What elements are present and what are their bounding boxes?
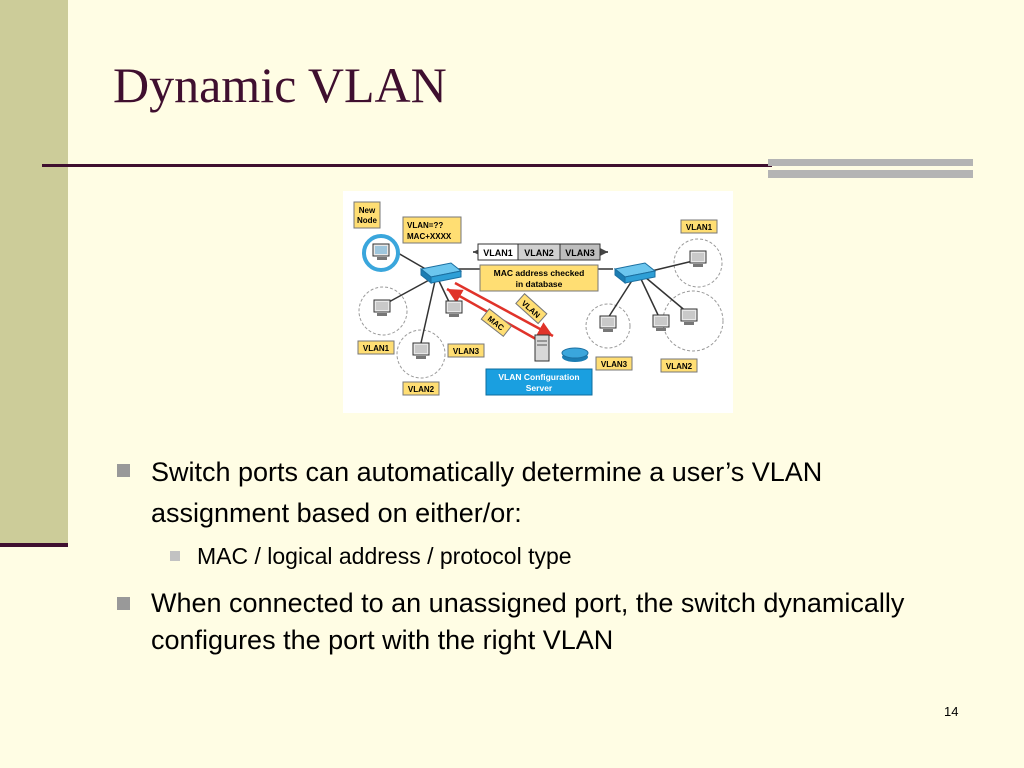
- request-arrow: [454, 281, 554, 338]
- computer-icon: [372, 243, 390, 260]
- host-ring: [673, 238, 723, 288]
- new-node-label-box: [353, 201, 381, 229]
- server-body: [534, 334, 550, 362]
- bullet-square-icon: [117, 464, 130, 477]
- monitor-stand: [603, 329, 613, 332]
- host-label-left-vlan1: VLAN1: [363, 344, 390, 353]
- new-node-label-line-1: New: [359, 206, 376, 215]
- host-label-box: [402, 381, 440, 396]
- host-label-right-vlan3: VLAN3: [601, 360, 628, 369]
- router-icon: [561, 347, 589, 362]
- link-line: [420, 280, 436, 344]
- link-line: [644, 276, 689, 314]
- monitor-screen: [376, 302, 388, 310]
- request-label-line-1: VLAN=??: [407, 221, 443, 230]
- host-label-box: [357, 340, 395, 355]
- host-label-right-vlan2: VLAN2: [666, 362, 693, 371]
- db-vlan-text-3: VLAN3: [565, 248, 595, 258]
- monitor-screen: [655, 317, 667, 325]
- switch-left-front: [430, 270, 462, 284]
- db-note-line-2: in database: [516, 279, 563, 289]
- host-label-box: [680, 219, 718, 234]
- host-label-box: [447, 343, 485, 358]
- monitor-stand: [656, 328, 666, 331]
- computer-icon: [412, 342, 430, 359]
- left-accent-underline: [0, 543, 68, 547]
- db-vlan-text-2: VLAN2: [524, 248, 554, 258]
- router-top: [561, 347, 589, 359]
- arrow-label-mac: MAC: [480, 308, 513, 338]
- switch-left: [419, 262, 463, 285]
- link-line: [386, 278, 432, 304]
- monitor-stand: [693, 264, 703, 267]
- db-note-box: [479, 264, 599, 292]
- monitor-screen: [683, 311, 695, 319]
- bullet-square-icon: [170, 551, 180, 561]
- host-ring: [358, 286, 408, 336]
- monitor-stand: [449, 314, 459, 317]
- request-label-box: [402, 216, 462, 244]
- link-line: [640, 278, 660, 318]
- switch-right-front: [624, 270, 656, 284]
- db-vlan-text-1: VLAN1: [483, 248, 513, 258]
- monitor-stand: [377, 313, 387, 316]
- server-icon: [534, 334, 550, 362]
- server-label-box: [485, 368, 593, 396]
- computer-icon: [373, 299, 391, 316]
- sub-bullet-text: MAC / logical address / protocol type: [197, 543, 572, 569]
- title-rule-accent-top: [768, 159, 973, 166]
- new-node-label-line-2: Node: [357, 216, 378, 225]
- server-label-line-1: VLAN Configuration: [498, 372, 579, 382]
- host-ring: [585, 303, 631, 349]
- link-line: [607, 278, 634, 319]
- monitor-screen: [375, 246, 387, 254]
- arrow-label-mac-box: [480, 308, 513, 338]
- computer-icon: [680, 308, 698, 325]
- computer-icon: [599, 315, 617, 332]
- host-label-box: [660, 358, 698, 373]
- server-label-line-2: Server: [526, 383, 553, 393]
- computer-icon: [689, 250, 707, 267]
- host-label-left-vlan2: VLAN2: [408, 385, 435, 394]
- db-vlan-cell-3: [559, 243, 601, 261]
- monitor-screen: [448, 303, 460, 311]
- computer-icon: [652, 314, 670, 331]
- dynamic-vlan-diagram: VLAN1 VLAN2 VLAN3 MAC address checked in…: [343, 191, 733, 413]
- monitor-screen: [602, 318, 614, 326]
- computer-icon: [445, 300, 463, 317]
- host-label-left-vlan3: VLAN3: [453, 347, 480, 356]
- host-label-right-top-vlan1: VLAN1: [686, 223, 713, 232]
- host-ring: [396, 329, 446, 379]
- db-note-line-1: MAC address checked: [494, 268, 585, 278]
- title-rule: [42, 164, 772, 167]
- page-number: 14: [944, 704, 959, 719]
- monitor-stand: [377, 257, 387, 260]
- title-rule-accent-bottom: [768, 170, 973, 178]
- bullet-text: When connected to an unassigned port, th…: [151, 588, 905, 655]
- diagram-svg: VLAN1 VLAN2 VLAN3 MAC address checked in…: [353, 201, 724, 396]
- request-label-line-2: MAC+XXXX: [407, 232, 452, 241]
- arrow-label-vlan-box: [515, 293, 548, 325]
- monitor-stand: [684, 322, 694, 325]
- host-label-box: [595, 356, 633, 371]
- switch-right: [613, 262, 657, 285]
- left-accent-bar: [0, 0, 68, 543]
- monitor-screen: [415, 345, 427, 353]
- monitor-stand: [416, 356, 426, 359]
- host-ring: [662, 290, 724, 352]
- vlan-db-bar: VLAN1 VLAN2 VLAN3: [477, 243, 601, 261]
- slide-title: Dynamic VLAN: [113, 57, 447, 113]
- bullet-text: Switch ports can automatically determine…: [151, 457, 823, 528]
- monitor-screen: [692, 253, 704, 261]
- bullet-square-icon: [117, 597, 130, 610]
